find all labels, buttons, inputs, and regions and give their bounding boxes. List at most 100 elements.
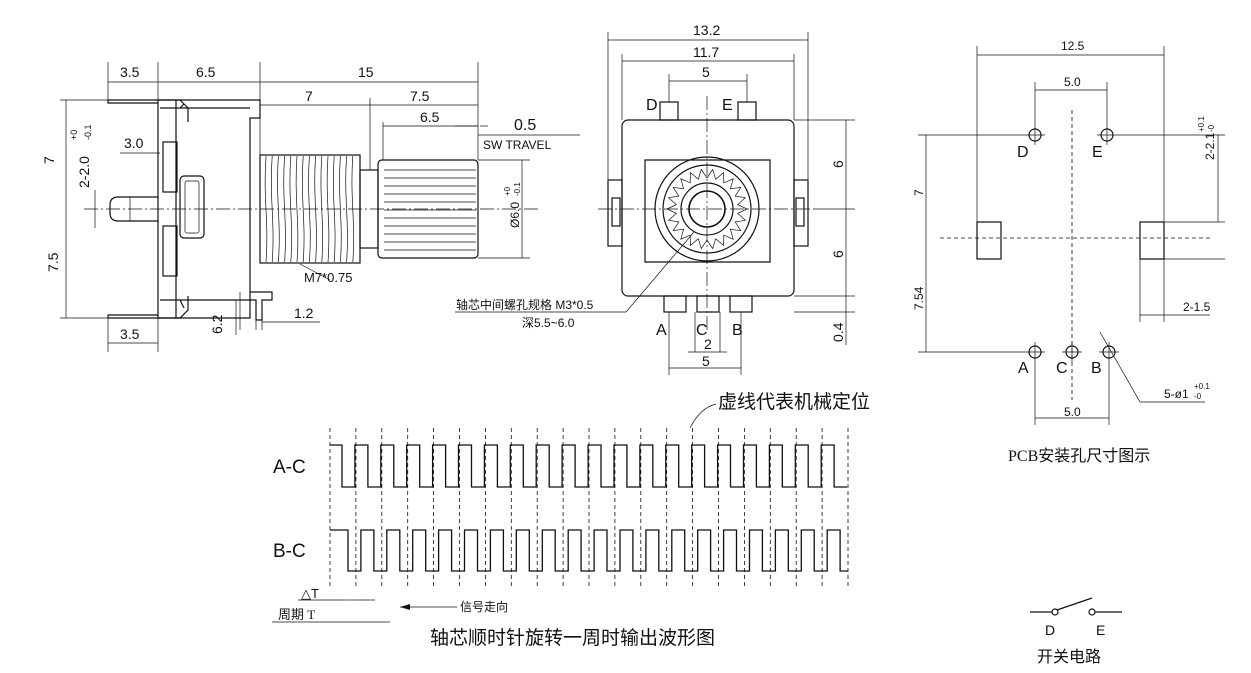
waveform-label-bc: B-C bbox=[273, 541, 306, 562]
switch-caption: 开关电路 bbox=[1037, 648, 1101, 666]
dim-7-5-mid: 7.5 bbox=[410, 88, 430, 104]
pcb-caption: PCB安装孔尺寸图示 bbox=[1008, 447, 1150, 465]
waveform-detent-lines bbox=[329, 428, 849, 588]
dim-2-2-0-tol-dn: -0.1 bbox=[83, 124, 93, 140]
pcb-slot-right bbox=[1139, 221, 1165, 260]
signal-direction-arrowhead bbox=[400, 604, 410, 610]
pcb-label-b: B bbox=[1091, 360, 1102, 377]
side-bushing-threads bbox=[264, 155, 355, 263]
side-window-inner bbox=[184, 180, 200, 234]
switch-circuit: D E 开关电路 bbox=[1030, 597, 1122, 666]
thread-line bbox=[277, 155, 280, 263]
pcb-slot-left bbox=[976, 221, 1002, 260]
pcb-label-a: A bbox=[1018, 360, 1029, 377]
waveform-caption: 轴芯顺时针旋转一周时输出波形图 bbox=[430, 627, 715, 649]
dim-6-2: 6.2 bbox=[209, 314, 225, 334]
front-label-a: A bbox=[656, 322, 667, 339]
thread-line bbox=[301, 155, 305, 263]
dim-13-2: 13.2 bbox=[693, 22, 720, 38]
dim-6-upper: 6 bbox=[830, 160, 846, 168]
front-label-c: C bbox=[696, 322, 708, 339]
dim-6-lower: 6 bbox=[830, 250, 846, 258]
thread-line bbox=[326, 155, 330, 263]
thread-line bbox=[351, 155, 355, 263]
front-tab-left-inner bbox=[611, 197, 621, 227]
front-pin-d bbox=[659, 101, 679, 121]
waveform-section: A-C B-C 虚线代表机械定位 △T 周期 T 信号走向 轴芯顺时针旋转一周时… bbox=[272, 391, 870, 649]
thread-spec: M7*0.75 bbox=[304, 270, 352, 285]
pcb-dim-5-0-top: 5.0 bbox=[1064, 75, 1081, 89]
thread-line bbox=[295, 155, 299, 263]
side-inner-block-1 bbox=[162, 141, 178, 193]
pcb-dim-abc-hole: 5-ø1 bbox=[1164, 387, 1189, 401]
dim-2-bottom: 2 bbox=[704, 336, 712, 352]
side-terminal bbox=[250, 291, 273, 321]
pcb-label-e: E bbox=[1092, 144, 1103, 161]
dim-0-4: 0.4 bbox=[830, 322, 846, 342]
thread-line bbox=[345, 155, 348, 263]
pcb-hole-a bbox=[1025, 342, 1045, 362]
dim-7-5-left: 7.5 bbox=[45, 252, 61, 272]
thread-line bbox=[314, 155, 317, 263]
switch-blade bbox=[1056, 597, 1093, 611]
thread-line bbox=[320, 155, 324, 263]
dim-2-2-0-tol-up: +0 bbox=[69, 130, 79, 140]
front-pin-c bbox=[696, 295, 720, 313]
dim-15: 15 bbox=[358, 64, 374, 80]
dim-11-7: 11.7 bbox=[693, 44, 719, 60]
front-label-b: B bbox=[732, 322, 743, 339]
pcb-label-c: C bbox=[1056, 360, 1068, 377]
pcb-dim-7-54: 7.54 bbox=[912, 286, 926, 310]
dim-3-5-top: 3.5 bbox=[120, 64, 140, 80]
dim-7-mid: 7 bbox=[305, 88, 313, 104]
pcb-dim-5-0-bottom: 5.0 bbox=[1064, 405, 1081, 419]
pcb-hole-c bbox=[1062, 342, 1082, 362]
dim-7-left: 7 bbox=[41, 156, 57, 164]
sw-travel-label: SW TRAVEL bbox=[483, 138, 552, 152]
pcb-label-d: D bbox=[1017, 144, 1029, 161]
pcb-view: 12.5 5.0 5.0 7 7.54 2-2.1 +0.1 -0 2-1.5 … bbox=[912, 39, 1225, 465]
delta-t-label: △T bbox=[301, 586, 319, 601]
pcb-dim-abc-hole-tol-up: +0.1 bbox=[1194, 382, 1210, 391]
signal-direction-label: 信号走向 bbox=[460, 599, 508, 614]
thread-line bbox=[332, 155, 336, 263]
dim-dia-6-0-tol-dn: -0.1 bbox=[513, 182, 522, 196]
pcb-dim-de-hole-tol-up: +0.1 bbox=[1197, 116, 1206, 132]
dim-5-bottom: 5 bbox=[702, 353, 710, 369]
front-label-e: E bbox=[722, 97, 733, 114]
switch-contact-d bbox=[1051, 608, 1059, 616]
front-tab-right bbox=[793, 179, 809, 247]
pcb-dim-abc-hole-tol-dn: -0 bbox=[1194, 392, 1202, 401]
switch-label-e: E bbox=[1096, 622, 1105, 638]
thread-line bbox=[308, 155, 311, 263]
switch-label-d: D bbox=[1045, 622, 1055, 638]
pcb-dim-de-hole: 2-2.1 bbox=[1203, 132, 1217, 160]
pcb-hole-b bbox=[1099, 342, 1119, 362]
front-tab-right-inner bbox=[795, 197, 805, 227]
screw-depth-note: 深5.5~6.0 bbox=[522, 316, 575, 330]
dim-3-0: 3.0 bbox=[124, 135, 144, 151]
side-bracket-top bbox=[107, 99, 189, 122]
waveform-annotation: 虚线代表机械定位 bbox=[718, 391, 870, 413]
pcb-dimension-lines bbox=[918, 46, 1225, 425]
side-bracket-bottom bbox=[107, 296, 189, 319]
front-view: 13.2 11.7 5 6 6 0.4 2 5 D E A C B 轴芯中间螺孔… bbox=[455, 22, 855, 375]
dim-1-2: 1.2 bbox=[294, 305, 314, 321]
thread-line bbox=[339, 155, 342, 263]
period-label: 周期 T bbox=[278, 607, 315, 622]
thread-line bbox=[283, 155, 286, 263]
front-body bbox=[621, 119, 795, 297]
dim-5-top: 5 bbox=[702, 64, 710, 80]
side-window bbox=[179, 175, 205, 239]
dim-6-5-top: 6.5 bbox=[196, 64, 216, 80]
pcb-hole-e bbox=[1097, 125, 1117, 145]
dim-0-5-travel: 0.5 bbox=[514, 117, 536, 134]
thread-line bbox=[270, 155, 274, 263]
dim-3-5-bottom: 3.5 bbox=[120, 326, 140, 342]
front-inner-frame bbox=[644, 159, 771, 263]
switch-contact-e bbox=[1088, 608, 1096, 616]
dim-dia-6-0-tol-up: +0 bbox=[503, 186, 512, 196]
waveform-label-ac: A-C bbox=[273, 457, 306, 478]
front-label-d: D bbox=[646, 97, 658, 114]
